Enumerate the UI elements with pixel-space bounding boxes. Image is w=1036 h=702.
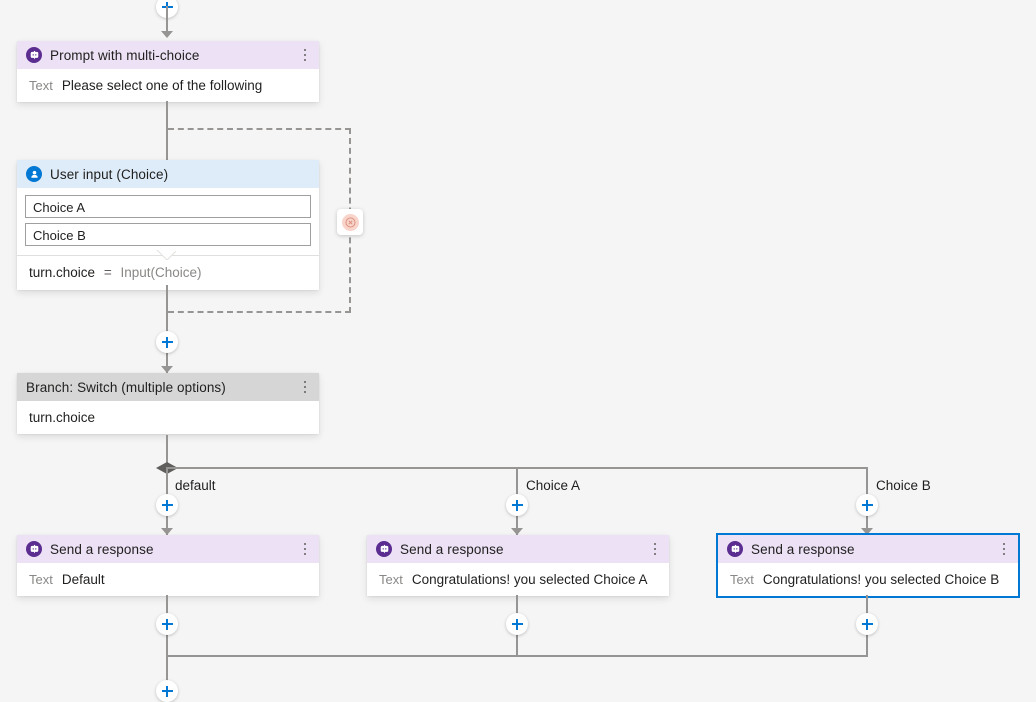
node-title: Send a response bbox=[50, 541, 154, 557]
node-send-a-response-choice-b[interactable]: Send a response Text Congratulations! yo… bbox=[716, 533, 1020, 598]
add-step-button-after-default[interactable] bbox=[156, 613, 178, 635]
node-title: Prompt with multi-choice bbox=[50, 47, 200, 63]
bot-message-icon bbox=[727, 541, 743, 557]
node-title: Send a response bbox=[751, 541, 855, 557]
branch-label-choice-b: Choice B bbox=[876, 478, 931, 493]
output-equals: = bbox=[103, 265, 112, 280]
add-step-button-after-choice-a[interactable] bbox=[506, 613, 528, 635]
field-label: Text bbox=[379, 572, 403, 587]
field-label: Text bbox=[29, 572, 53, 587]
node-menu-button[interactable] bbox=[648, 541, 662, 557]
field-value: Default bbox=[61, 572, 105, 587]
branch-label-default: default bbox=[175, 478, 216, 493]
field-value: Congratulations! you selected Choice B bbox=[762, 572, 1000, 587]
connector-merge-to-next bbox=[166, 655, 168, 700]
field-label: Text bbox=[730, 572, 754, 587]
node-body: Text Congratulations! you selected Choic… bbox=[718, 563, 1018, 596]
node-send-a-response-choice-a[interactable]: Send a response Text Congratulations! yo… bbox=[367, 535, 669, 596]
node-header: Send a response bbox=[367, 535, 669, 563]
choice-option-b[interactable]: Choice B bbox=[25, 223, 311, 246]
node-header: User input (Choice) bbox=[17, 160, 319, 188]
field-value: Please select one of the following bbox=[61, 78, 263, 93]
connector-top bbox=[166, 6, 168, 32]
choice-list: Choice A Choice B bbox=[17, 188, 319, 255]
node-menu-button[interactable] bbox=[298, 541, 312, 557]
connector-prompt-to-input bbox=[166, 101, 168, 161]
choice-option-a[interactable]: Choice A bbox=[25, 195, 311, 218]
arrow-head-branch-choice-a bbox=[511, 528, 523, 535]
node-output-row: turn.choice = Input(Choice) bbox=[17, 256, 319, 290]
output-variable: turn.choice bbox=[29, 265, 96, 280]
arrow-head-branch-default bbox=[161, 528, 173, 535]
field-value: Congratulations! you selected Choice A bbox=[411, 572, 648, 587]
bot-message-icon bbox=[26, 47, 42, 63]
branch-label-choice-a: Choice A bbox=[526, 478, 581, 493]
error-circle-x-icon bbox=[341, 213, 359, 231]
node-menu-button[interactable] bbox=[997, 541, 1011, 557]
node-title: User input (Choice) bbox=[50, 166, 169, 182]
add-step-button-bottom[interactable] bbox=[156, 680, 178, 702]
node-menu-button[interactable] bbox=[298, 379, 312, 395]
arrow-head-to-prompt bbox=[161, 31, 173, 38]
node-title: Send a response bbox=[400, 541, 504, 557]
error-badge[interactable] bbox=[337, 209, 363, 235]
output-source: Input(Choice) bbox=[120, 265, 202, 280]
arrow-head-branch-choice-b bbox=[861, 528, 873, 535]
branch-merge-horizontal bbox=[166, 655, 867, 657]
node-body: Text Default bbox=[17, 563, 319, 596]
bot-message-icon bbox=[376, 541, 392, 557]
field-label: Text bbox=[29, 78, 53, 93]
node-body: Text Congratulations! you selected Choic… bbox=[367, 563, 669, 596]
node-branch-switch[interactable]: Branch: Switch (multiple options) turn.c… bbox=[17, 373, 319, 434]
node-user-input-choice[interactable]: User input (Choice) Choice A Choice B tu… bbox=[17, 160, 319, 290]
switch-condition: turn.choice bbox=[29, 410, 96, 425]
node-header: Prompt with multi-choice bbox=[17, 41, 319, 69]
node-menu-button[interactable] bbox=[298, 47, 312, 63]
add-step-button-branch-choice-b[interactable] bbox=[856, 494, 878, 516]
connector-switch-to-split bbox=[166, 435, 168, 469]
node-header: Branch: Switch (multiple options) bbox=[17, 373, 319, 401]
node-body: Text Please select one of the following bbox=[17, 69, 319, 102]
add-step-button-after-choice-b[interactable] bbox=[856, 613, 878, 635]
node-title: Branch: Switch (multiple options) bbox=[26, 379, 226, 395]
node-header: Send a response bbox=[718, 535, 1018, 563]
chevron-down-notch-icon bbox=[155, 250, 181, 260]
node-prompt-with-multi-choice[interactable]: Prompt with multi-choice Text Please sel… bbox=[17, 41, 319, 102]
add-step-button-before-switch[interactable] bbox=[156, 331, 178, 353]
user-person-icon bbox=[26, 166, 42, 182]
bot-message-icon bbox=[26, 541, 42, 557]
add-step-button-branch-default[interactable] bbox=[156, 494, 178, 516]
node-divider bbox=[17, 255, 319, 256]
node-send-a-response-default[interactable]: Send a response Text Default bbox=[17, 535, 319, 596]
connector-input-to-switch bbox=[166, 285, 168, 373]
node-header: Send a response bbox=[17, 535, 319, 563]
add-step-button-branch-choice-a[interactable] bbox=[506, 494, 528, 516]
arrow-head-to-switch bbox=[161, 366, 173, 373]
